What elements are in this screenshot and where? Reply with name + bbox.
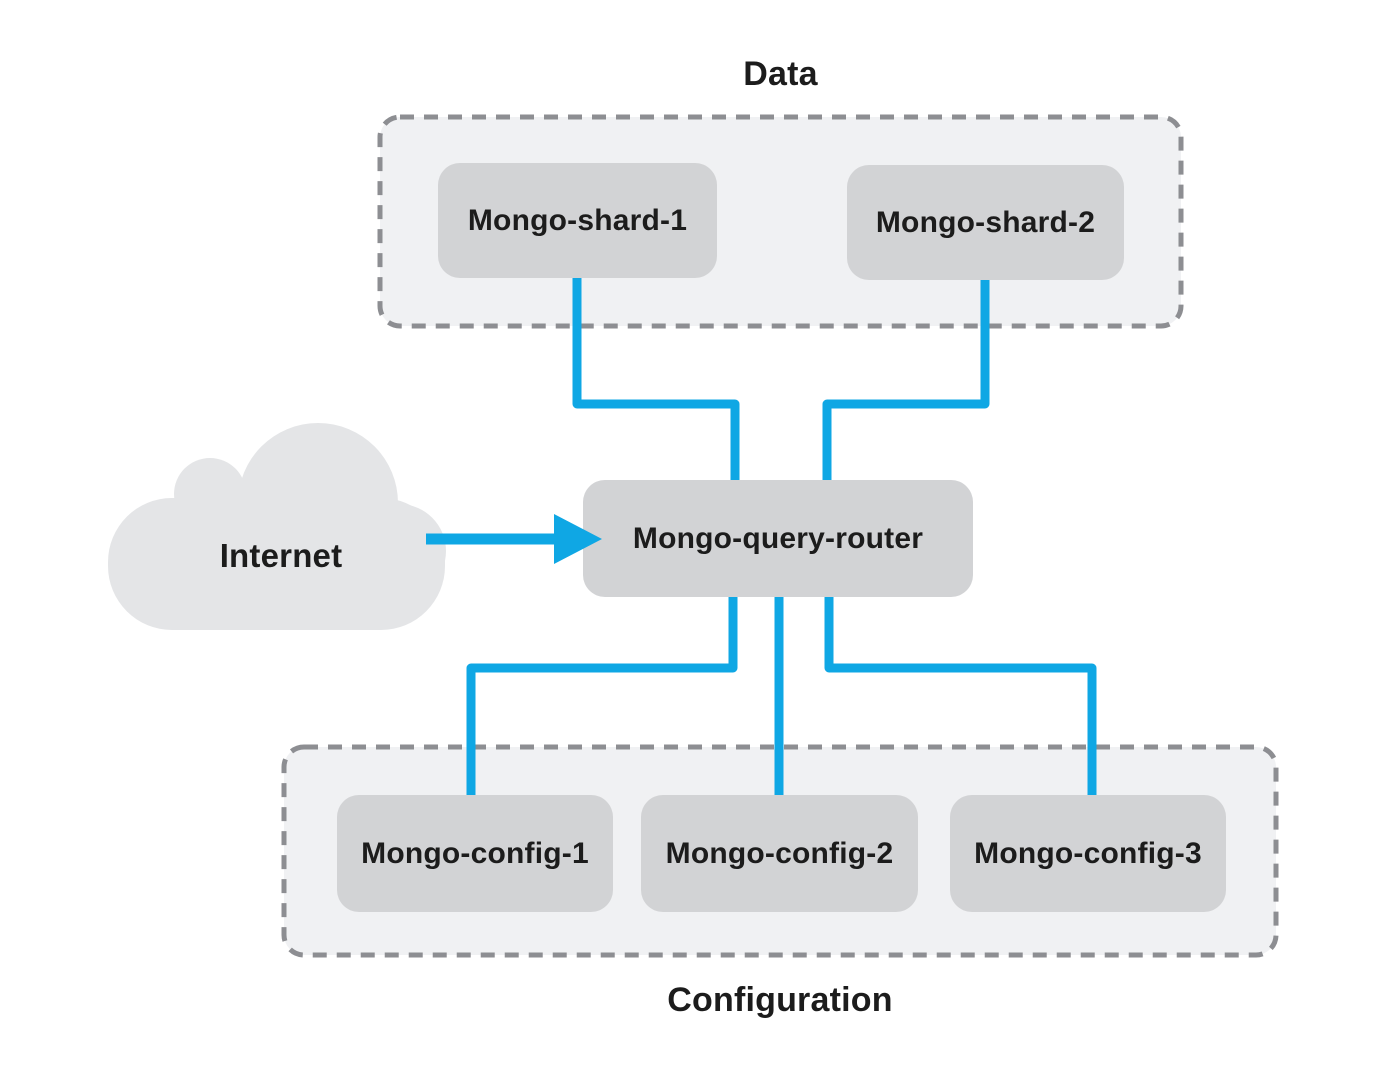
internet-cloud-icon (108, 423, 446, 630)
connector-router-config3 (824, 596, 1097, 797)
node-label-mongo-config-2: Mongo-config-2 (665, 836, 894, 870)
node-label-mongo-config-3: Mongo-config-3 (974, 836, 1202, 870)
node-label-mongo-query-router: Mongo-query-router (632, 521, 924, 555)
configuration-group-label: Configuration (667, 980, 893, 1019)
data-group-label: Data (743, 54, 818, 93)
arrowhead-icon (554, 514, 602, 564)
internet-to-router-arrow-icon (426, 514, 602, 564)
connector-router-config1 (466, 596, 738, 797)
node-mongo-config-3 (950, 795, 1226, 912)
node-label-mongo-shard-1: Mongo-shard-1 (467, 203, 688, 237)
node-mongo-config-2 (641, 795, 918, 912)
connector-shard1-router (572, 277, 740, 482)
internet-cloud-label: Internet (219, 537, 343, 574)
connector-shard2-router (822, 277, 990, 482)
node-mongo-query-router (583, 480, 973, 597)
node-mongo-shard-1 (438, 163, 717, 278)
node-label-mongo-shard-2: Mongo-shard-2 (875, 205, 1096, 239)
node-mongo-shard-2 (847, 165, 1124, 280)
node-mongo-config-1 (337, 795, 613, 912)
node-label-mongo-config-1: Mongo-config-1 (361, 836, 589, 870)
